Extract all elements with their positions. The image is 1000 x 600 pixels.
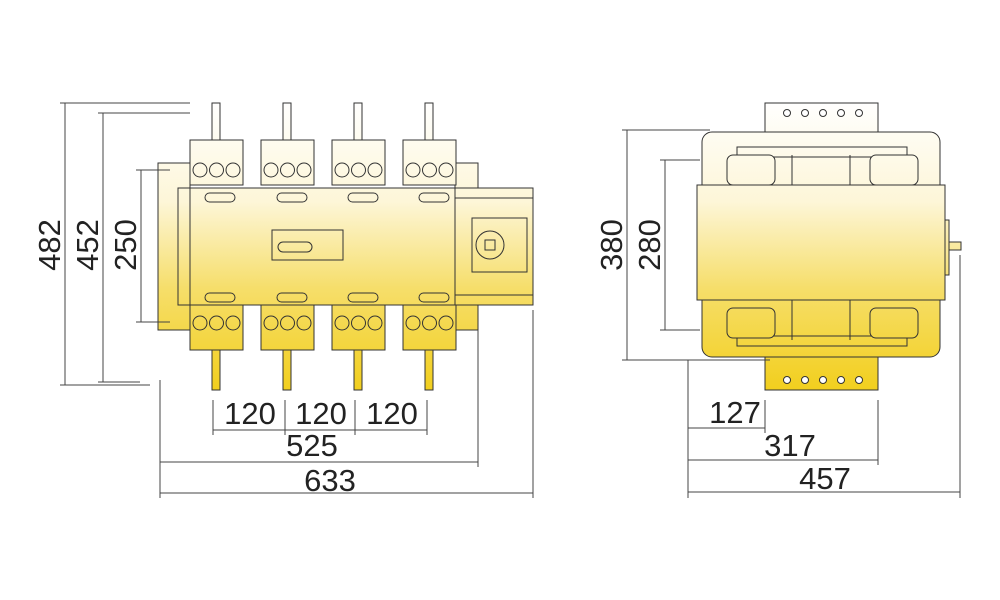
tab-hole-icon [837, 109, 845, 117]
side-body [696, 184, 946, 301]
tab-hole-icon [855, 376, 863, 384]
terminal-bolt-icon [296, 315, 312, 331]
dim-482: 482 [32, 219, 67, 271]
terminal-clamps [726, 154, 919, 339]
body-screws [204, 192, 450, 303]
dim-317: 317 [764, 428, 816, 463]
tab-hole-icon [783, 376, 791, 384]
tab-hole-icon [801, 109, 809, 117]
terminal-bolt-icon [405, 162, 421, 178]
tab-hole-icon [819, 376, 827, 384]
terminal-bolt-icon [280, 315, 295, 331]
bottom-pole-stem [424, 347, 434, 391]
dim-127: 127 [709, 395, 761, 430]
shaft [948, 241, 962, 251]
dimension-lines [60, 102, 961, 498]
bottom-pole-stem [353, 347, 363, 391]
terminal-bolt-icon [334, 315, 350, 331]
dim-120-c: 120 [366, 396, 418, 431]
terminal-bolt-icon [263, 162, 279, 178]
terminal-bolt-icon [351, 315, 366, 331]
tab-hole-icon [837, 376, 845, 384]
top-pole-stem [353, 102, 363, 144]
terminal-bolt-icon [367, 315, 383, 331]
tab-holes [783, 109, 863, 384]
terminal-bolt-icon [280, 162, 295, 178]
tab-hole-icon [801, 376, 809, 384]
dim-120-b: 120 [295, 396, 347, 431]
terminal-bolt-icon [225, 315, 241, 331]
terminal-bolt-icon [192, 315, 208, 331]
terminal-bolt-icon [296, 162, 312, 178]
dim-250: 250 [108, 219, 143, 271]
terminal-blocks [189, 102, 457, 391]
terminal-bolt-icon [334, 162, 350, 178]
tab-hole-icon [819, 109, 827, 117]
terminal-bolt-icon [405, 315, 421, 331]
terminal-bolt-icon [438, 162, 454, 178]
terminal-bolt-icon [192, 162, 208, 178]
dimension-labels: 482 452 250 120 120 120 525 633 380 280 … [32, 219, 851, 498]
terminal-bolt-icon [225, 162, 241, 178]
terminal-bolt-icon [367, 162, 383, 178]
terminal-bolt-icon [422, 162, 437, 178]
dim-525: 525 [286, 428, 338, 463]
top-pole-stem [424, 102, 434, 144]
dim-457: 457 [799, 461, 851, 496]
terminal-bolt-icon [438, 315, 454, 331]
front-view [157, 102, 534, 391]
dim-380: 380 [594, 219, 629, 271]
bottom-pole-stem [282, 347, 292, 391]
terminal-bolt-icon [422, 315, 437, 331]
top-pole-stem [282, 102, 292, 144]
bottom-pole-stem [211, 347, 221, 391]
dim-452: 452 [70, 219, 105, 271]
terminal-bolt-icon [209, 162, 224, 178]
dim-280: 280 [632, 219, 667, 271]
dim-633: 633 [304, 463, 356, 498]
indicator-slot [277, 241, 313, 253]
tab-hole-icon [783, 109, 791, 117]
terminal-bolt-icon [209, 315, 224, 331]
top-pole-stem [211, 102, 221, 144]
side-view [696, 102, 962, 391]
terminal-bolt-icon [263, 315, 279, 331]
tab-hole-icon [855, 109, 863, 117]
terminal-bolt-icon [351, 162, 366, 178]
dim-120-a: 120 [224, 396, 276, 431]
